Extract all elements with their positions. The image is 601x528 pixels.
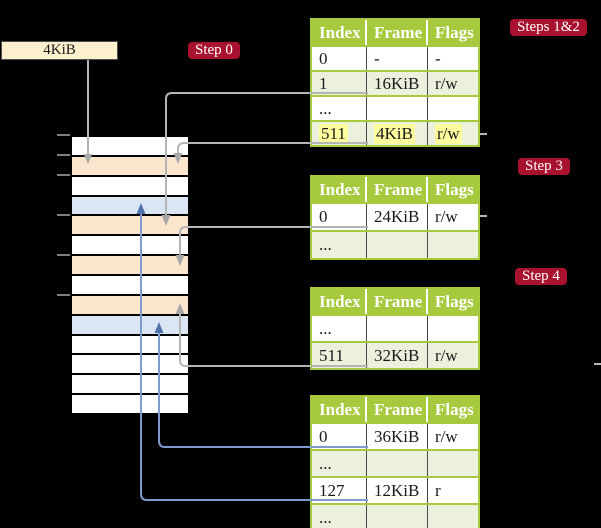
- cell-flags: r/w: [428, 424, 478, 449]
- cell-flags: r/w: [428, 122, 478, 145]
- physical-memory-column: [70, 135, 190, 415]
- cell-frame: 32KiB: [367, 343, 428, 368]
- cell-index: ...: [312, 505, 367, 528]
- header-cell-flags: Flags: [435, 22, 474, 42]
- cell-flags: r/w: [428, 72, 478, 95]
- badge-steps-1-2: Steps 1&2: [510, 19, 587, 36]
- table-row-index-...: ...: [312, 449, 478, 476]
- header-cell-flags: Flags: [435, 399, 474, 419]
- cr3-register-label: 4KiB: [43, 42, 76, 58]
- cell-index: 511: [312, 122, 367, 145]
- cell-flags: [428, 97, 478, 120]
- memory-tick: [57, 174, 70, 176]
- header-cell-index: Index: [312, 289, 367, 314]
- highlighted-value: 4KiB: [374, 123, 415, 144]
- header-cell-frame: Frame: [367, 397, 428, 422]
- memory-frame-plain-11: [72, 353, 188, 374]
- cell-frame: 16KiB: [367, 72, 428, 95]
- memory-tick: [57, 154, 70, 156]
- cell-flags: [428, 451, 478, 476]
- cell-flags: r/w: [428, 343, 478, 368]
- memory-tick: [57, 214, 70, 216]
- table-row-index-...: ...: [312, 314, 478, 341]
- cell-index: 0: [312, 424, 367, 449]
- cell-frame: [367, 316, 428, 341]
- cr3-register-box: 4KiB: [1, 41, 118, 60]
- cell-frame: 24KiB: [367, 204, 428, 230]
- cell-index: ...: [312, 232, 367, 258]
- memory-frame-plain-13: [72, 393, 188, 414]
- highlighted-value: r/w: [435, 123, 462, 144]
- cell-frame: [367, 232, 428, 258]
- memory-frame-plain-12: [72, 373, 188, 394]
- cell-flags: -: [428, 47, 478, 70]
- header-cell-flags: Flags: [435, 291, 474, 311]
- header-cell-index: Index: [312, 177, 367, 202]
- cell-frame: 36KiB: [367, 424, 428, 449]
- header-cell-flags: Flags: [435, 179, 474, 199]
- cell-flags: [428, 505, 478, 528]
- cell-index: ...: [312, 97, 367, 120]
- cell-frame: [367, 97, 428, 120]
- cell-index: 127: [312, 478, 367, 503]
- cell-index: 511: [312, 343, 367, 368]
- header-cell-index: Index: [312, 397, 367, 422]
- cell-frame: -: [367, 47, 428, 70]
- memory-frame-page-table-1: [72, 154, 188, 175]
- memory-tick: [57, 294, 70, 296]
- badge-step-4: Step 4: [515, 268, 567, 285]
- table-row-index-...: ...: [312, 503, 478, 528]
- memory-frame-data-3: [72, 194, 188, 215]
- memory-frame-plain-2: [72, 174, 188, 195]
- cell-index: ...: [312, 451, 367, 476]
- cell-frame: [367, 505, 428, 528]
- cell-frame: 4KiB: [367, 122, 428, 145]
- table-row-index-...: ...: [312, 230, 478, 258]
- cell-frame: 12KiB: [367, 478, 428, 503]
- badge-step-3: Step 3: [518, 158, 570, 175]
- cell-flags: [428, 232, 478, 258]
- badge-step-0: Step 0: [188, 42, 240, 59]
- cell-index: 0: [312, 47, 367, 70]
- header-cell-index: Index: [312, 20, 367, 45]
- cell-index: 0: [312, 204, 367, 230]
- memory-frame-plain-5: [72, 234, 188, 255]
- cell-index: 1: [312, 72, 367, 95]
- memory-frame-plain-0: [72, 137, 188, 155]
- cell-flags: r/w: [428, 204, 478, 230]
- table-row-index-511: 511 4KiB r/w: [312, 120, 478, 145]
- cell-frame: [367, 451, 428, 476]
- header-cell-frame: Frame: [367, 20, 428, 45]
- memory-tick: [57, 134, 70, 136]
- cell-flags: [428, 316, 478, 341]
- highlighted-value: 511: [319, 123, 348, 144]
- memory-frame-data-9: [72, 313, 188, 334]
- cell-index: ...: [312, 316, 367, 341]
- table-row-index-...: ...: [312, 95, 478, 120]
- table-row-index-0: 0--: [312, 45, 478, 70]
- cell-flags: r: [428, 478, 478, 503]
- memory-tick: [57, 254, 70, 256]
- header-cell-frame: Frame: [367, 177, 428, 202]
- memory-frame-page-table-6: [72, 254, 188, 275]
- memory-frame-plain-10: [72, 333, 188, 354]
- memory-frame-page-table-8: [72, 293, 188, 314]
- memory-frame-page-table-4: [72, 214, 188, 235]
- memory-frame-plain-7: [72, 274, 188, 294]
- header-cell-frame: Frame: [367, 289, 428, 314]
